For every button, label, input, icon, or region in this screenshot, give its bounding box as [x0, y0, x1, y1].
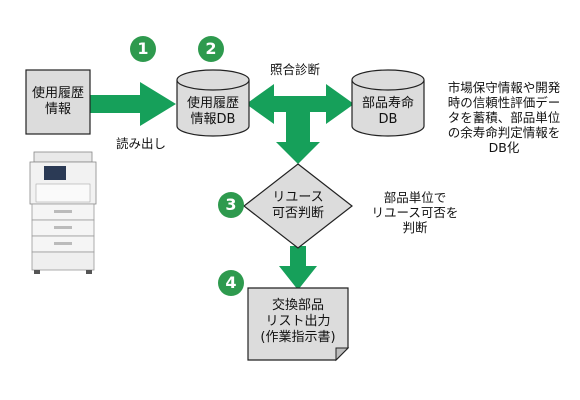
replace-list-label: 交換部品 リスト出力 (作業指示書) — [260, 298, 336, 345]
document-fold — [335, 347, 350, 362]
arrow-collation-double — [246, 84, 354, 164]
usage-info-label: 使用履歴 情報 — [31, 86, 84, 117]
step-badge-2: 2 — [198, 36, 224, 62]
usage-db-cylinder — [176, 69, 250, 137]
parts-life-note: 市場保守情報や開発 時の信頼性評価デー タを蓄積、部品単位 の余寿命判定情報を … — [447, 80, 561, 155]
step-badge-1: 1 — [130, 36, 156, 62]
arrow-to-output — [279, 246, 317, 290]
usage-info-box — [25, 69, 91, 135]
step-badge-4: 4 — [218, 270, 244, 296]
reuse-decision-label: リユース 可否判断 — [271, 190, 324, 221]
step-badge-3: 3 — [218, 192, 244, 218]
arrow-read-out — [90, 82, 176, 126]
collation-label: 照合診断 — [270, 62, 321, 77]
parts-life-db-label: 部品寿命 DB — [361, 96, 414, 127]
reuse-note: 部品単位で リユース可否を 判断 — [371, 190, 459, 235]
read-out-label: 読み出し — [116, 136, 167, 151]
multifunction-printer-icon — [29, 151, 97, 274]
reuse-decision-diamond — [243, 163, 353, 249]
parts-life-db-cylinder — [351, 69, 425, 137]
usage-db-label: 使用履歴 情報DB — [186, 96, 239, 127]
